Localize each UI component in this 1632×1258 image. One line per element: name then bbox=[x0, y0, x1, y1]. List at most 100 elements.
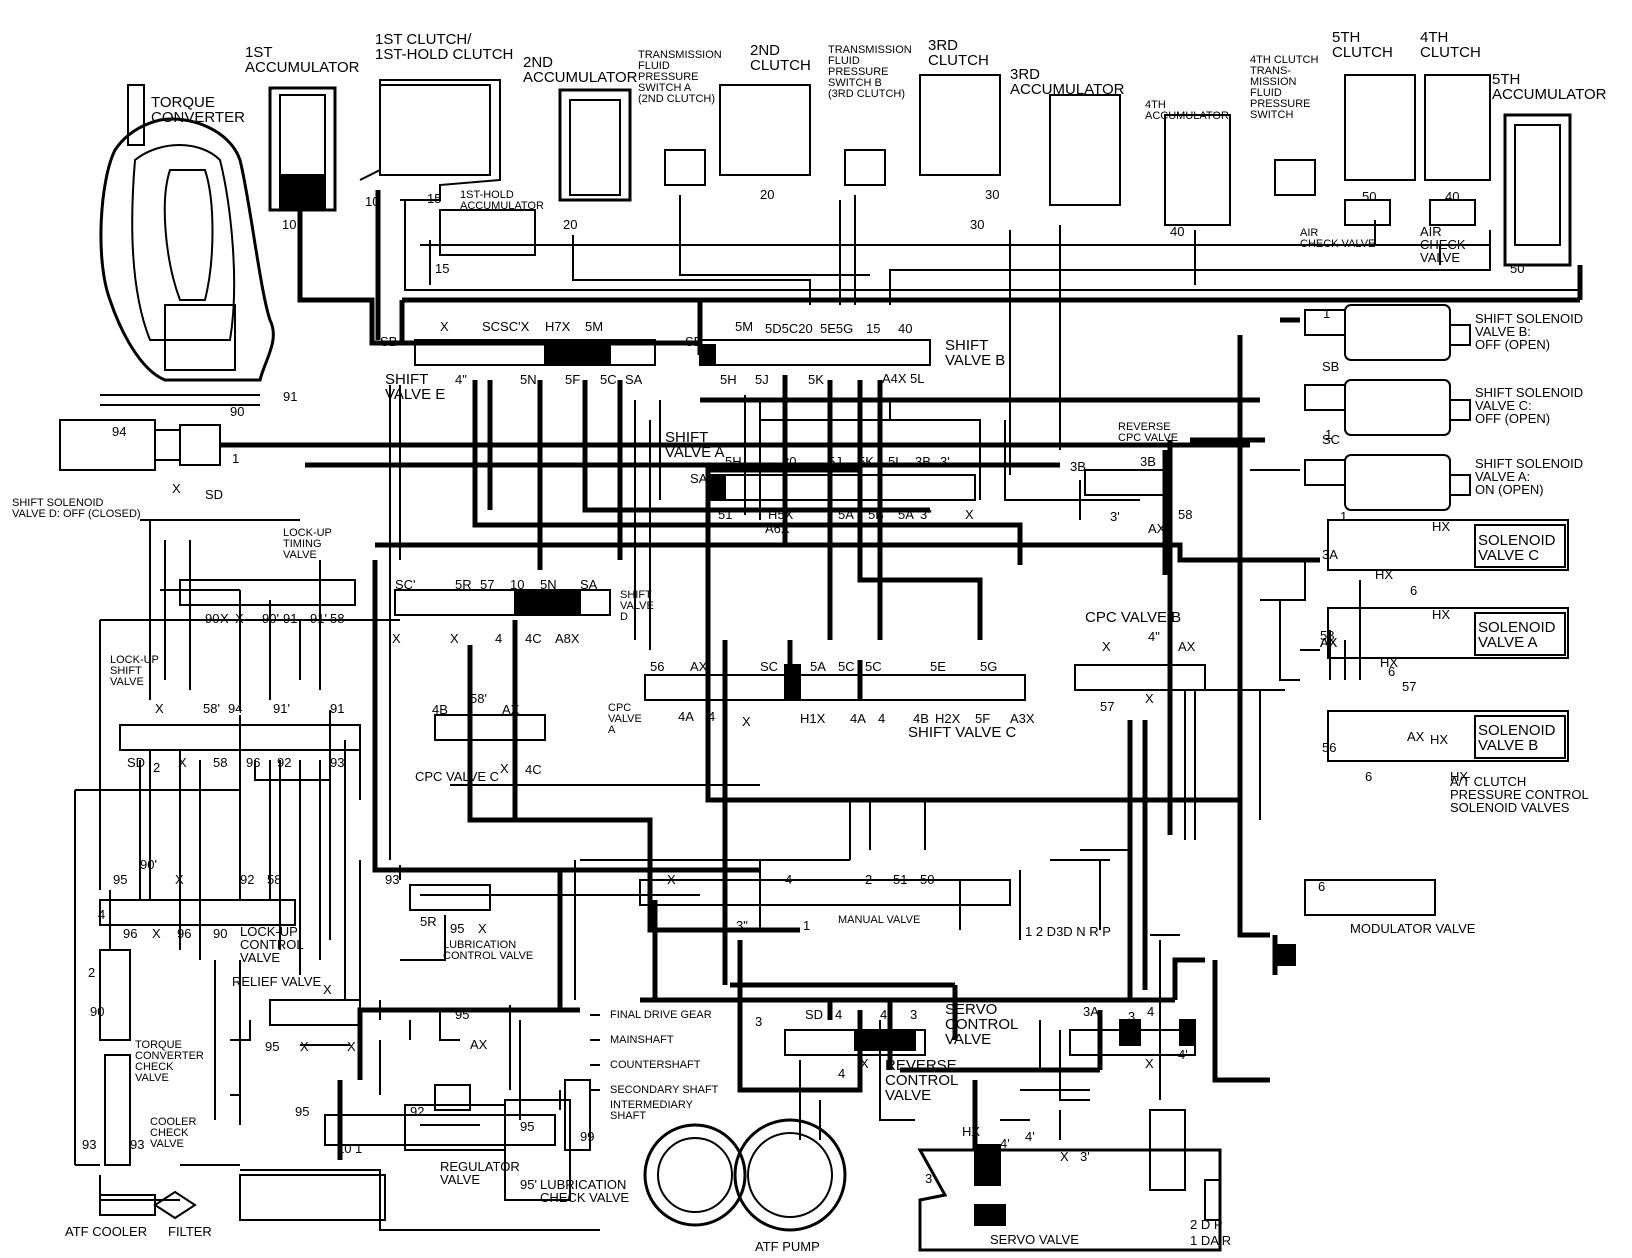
port-label: 5L bbox=[888, 454, 903, 469]
port-label: 6 bbox=[1365, 769, 1373, 784]
port-label: 91' bbox=[310, 611, 327, 626]
port-label: 93 bbox=[130, 1137, 145, 1152]
port-label: X bbox=[1145, 691, 1154, 706]
label-solenoid-valve-c: SOLENOID VALVE C bbox=[1478, 532, 1556, 564]
label-tc-check-valve: TORQUE CONVERTER CHECK VALVE bbox=[135, 1039, 204, 1084]
port-label: 4" bbox=[455, 372, 467, 387]
port-label: 40 bbox=[898, 321, 913, 336]
port-label: 92 bbox=[277, 755, 292, 770]
port-label: 5K bbox=[858, 454, 874, 469]
port-label: AX bbox=[690, 659, 708, 674]
port-label: 4' bbox=[1000, 1136, 1010, 1151]
port-label: SB bbox=[1322, 359, 1340, 374]
port-label: 4 bbox=[708, 709, 716, 724]
port-label: 20 bbox=[563, 217, 578, 232]
label-atf-cooler: ATF COOLER bbox=[65, 1224, 148, 1239]
label-shift-valve-a: SHIFT VALVE A bbox=[665, 429, 725, 461]
port-label: 3' bbox=[940, 454, 950, 469]
port-label: 56 bbox=[650, 659, 665, 674]
label-shift-valve-e: SHIFT VALVE E bbox=[385, 371, 446, 403]
label-cpc-valve-b: CPC VALVE B bbox=[1085, 609, 1182, 626]
port-label: 1 bbox=[1325, 427, 1333, 442]
port-label: 4A bbox=[678, 709, 694, 724]
port-label: 3B bbox=[1140, 454, 1156, 469]
port-label: 3' bbox=[1110, 509, 1120, 524]
port-label: 3 bbox=[755, 1014, 763, 1029]
label-intermediary-shaft: INTERMEDIARY SHAFT bbox=[610, 1099, 693, 1122]
port-label: 5N bbox=[520, 372, 537, 387]
port-label: 5J bbox=[755, 372, 769, 387]
port-label: HX bbox=[1430, 732, 1449, 747]
port-label: 10 bbox=[510, 577, 525, 592]
port-label: 5E bbox=[930, 659, 946, 674]
port-label: AX bbox=[1148, 521, 1166, 536]
label-4th-accumulator: 4TH ACCUMULATOR bbox=[1145, 99, 1229, 122]
port-label: 99 bbox=[580, 1129, 595, 1144]
port-label: 50 bbox=[1362, 189, 1377, 204]
label-torque-converter: TORQUE CONVERTER bbox=[151, 94, 245, 126]
label-countershaft: COUNTERSHAFT bbox=[610, 1059, 701, 1071]
port-label: 90 bbox=[213, 926, 228, 941]
port-label: 3 bbox=[925, 1171, 933, 1186]
port-label: 58 bbox=[267, 872, 282, 887]
label-air-check-valve-1: AIR CHECK VALVE bbox=[1300, 227, 1376, 250]
port-label: 40 bbox=[1170, 224, 1185, 239]
port-label: 94 bbox=[112, 424, 127, 439]
port-label: 90 bbox=[205, 611, 220, 626]
label-at-clutch-pcs: A/T CLUTCH PRESSURE CONTROL SOLENOID VAL… bbox=[1450, 774, 1589, 815]
port-label: 3 bbox=[1128, 1009, 1136, 1024]
label-cpc-valve-a: CPC VALVE A bbox=[608, 702, 642, 736]
port-label: 5F bbox=[565, 372, 581, 387]
label-2nd-clutch: 2ND CLUTCH bbox=[750, 42, 811, 74]
label-regulator-valve: REGULATOR VALVE bbox=[440, 1159, 520, 1187]
port-label: 95 bbox=[265, 1039, 280, 1054]
port-label: 5C bbox=[838, 659, 855, 674]
label-2nd-accumulator: 2ND ACCUMULATOR bbox=[523, 54, 638, 86]
port-label: 4B bbox=[432, 702, 448, 717]
port-label: 5A bbox=[898, 507, 914, 522]
label-4th-clutch-switch: 4TH CLUTCH TRANS- MISSION FLUID PRESSURE… bbox=[1250, 54, 1319, 121]
port-label: 15 bbox=[427, 191, 442, 206]
port-label: 3B bbox=[915, 454, 931, 469]
port-label: SA bbox=[690, 471, 708, 486]
port-label: 4 bbox=[880, 1007, 888, 1022]
port-label: 90 bbox=[90, 1004, 105, 1019]
port-label: 4 bbox=[785, 872, 793, 887]
port-label: 5R bbox=[455, 577, 472, 592]
label-cooler-check-valve: COOLER CHECK VALVE bbox=[150, 1116, 197, 1150]
port-label: 91' bbox=[273, 701, 290, 716]
port-label: 5H bbox=[725, 454, 742, 469]
port-label: 3A bbox=[1083, 1004, 1099, 1019]
label-servo-positions-top: 2 D P bbox=[1190, 1217, 1223, 1232]
port-label: HX bbox=[1432, 607, 1451, 622]
port-label: 3B bbox=[1070, 459, 1086, 474]
label-solenoid-valve-a: SOLENOID VALVE A bbox=[1478, 619, 1556, 651]
label-servo-valve: SERVO VALVE bbox=[990, 1232, 1079, 1247]
port-label: 2 bbox=[88, 965, 96, 980]
label-filter: FILTER bbox=[168, 1224, 212, 1239]
label-shift-solenoid-d: SHIFT SOLENOID VALVE D: OFF (CLOSED) bbox=[12, 497, 141, 520]
port-label: 92 bbox=[410, 1104, 425, 1119]
label-lockup-timing-valve: LOCK-UP TIMING VALVE bbox=[283, 527, 332, 561]
label-1st-hold-accumulator: 1ST-HOLD ACCUMULATOR bbox=[460, 189, 544, 212]
port-label: 40 bbox=[1445, 189, 1460, 204]
port-label: X bbox=[450, 631, 459, 646]
port-label: 10 bbox=[282, 217, 297, 232]
port-label: 5R bbox=[420, 914, 437, 929]
port-label: SB bbox=[685, 334, 703, 349]
port-label: X bbox=[152, 926, 161, 941]
port-label: AX bbox=[1320, 635, 1338, 650]
port-label: SB bbox=[380, 334, 398, 349]
label-1st-accumulator: 1ST ACCUMULATOR bbox=[245, 44, 360, 76]
port-label: 57 bbox=[1100, 699, 1115, 714]
port-label: X bbox=[172, 481, 181, 496]
port-label: 30 bbox=[985, 187, 1000, 202]
port-label: 93 bbox=[385, 872, 400, 887]
port-label: 1 bbox=[355, 1141, 363, 1156]
port-label: X bbox=[347, 1039, 356, 1054]
label-solenoid-valve-b: SOLENOID VALVE B bbox=[1478, 722, 1556, 754]
port-label: X bbox=[300, 1039, 309, 1054]
port-label: SA bbox=[625, 372, 643, 387]
port-label: 58 bbox=[1178, 507, 1193, 522]
port-label: 3" bbox=[920, 507, 932, 522]
